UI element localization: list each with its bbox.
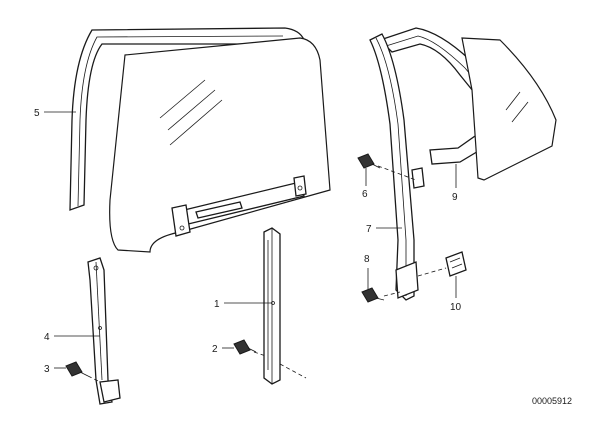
document-id: 00005912: [532, 396, 572, 406]
callout-8: 8: [364, 254, 370, 265]
callout-3: 3: [44, 364, 50, 375]
division-bar-part-7: [369, 33, 425, 301]
callout-10: 10: [450, 302, 462, 313]
guide-rail-part-1: [263, 227, 281, 385]
glass-lift-rail: [171, 175, 307, 237]
screw-part-8: [361, 287, 385, 303]
door-window-glass: [109, 37, 331, 253]
callout-9: 9: [452, 192, 458, 203]
callout-5: 5: [34, 108, 40, 119]
bracket-part-10: [445, 251, 467, 277]
screw-part-3: [65, 361, 89, 377]
screw-part-2: [233, 339, 257, 355]
callout-2: 2: [212, 344, 218, 355]
callout-7: 7: [366, 224, 372, 235]
callout-6: 6: [362, 189, 368, 200]
screw-part-6: [357, 153, 381, 169]
assembly-lines: [87, 165, 447, 383]
callout-4: 4: [44, 332, 50, 343]
guide-rail-part-4: [87, 257, 121, 405]
quarter-window-glass: [461, 37, 557, 181]
leader-lines: [44, 111, 457, 369]
callout-1: 1: [214, 299, 220, 310]
